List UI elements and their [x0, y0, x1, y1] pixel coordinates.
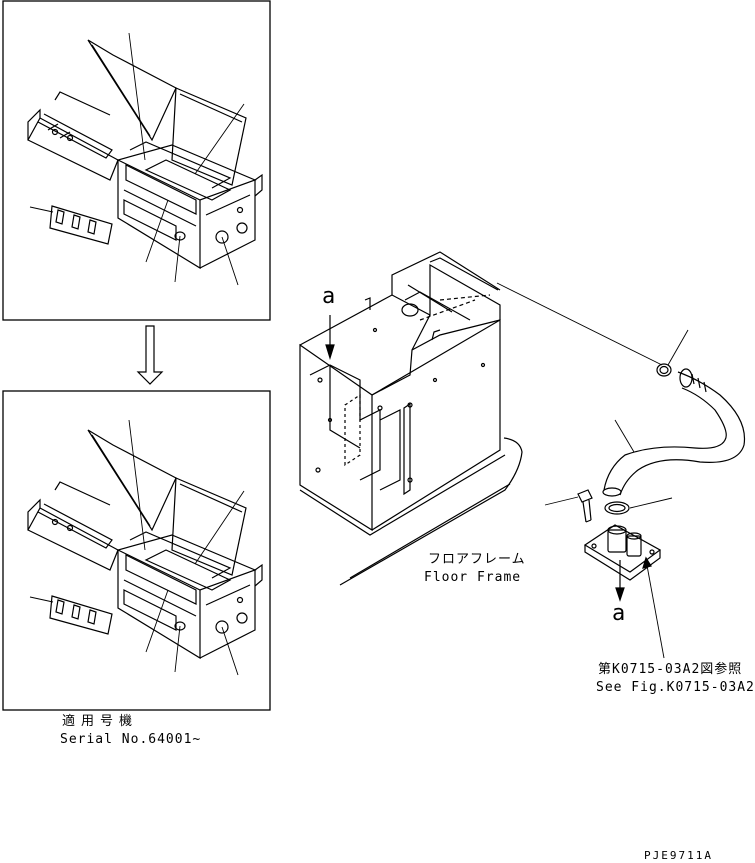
drain-bracket	[583, 524, 665, 659]
floor-frame-label-jp: フロアフレーム	[428, 552, 526, 567]
leader-lines-before	[29, 32, 245, 286]
serial-label-jp: 適用号機	[62, 714, 139, 729]
main-assembly	[299, 251, 746, 659]
console-box-before	[27, 39, 263, 270]
serial-label-en: Serial No.64001~	[60, 732, 202, 747]
floor-frame	[299, 437, 523, 586]
floor-frame-label-en: Floor Frame	[424, 570, 522, 585]
reference-label-jp: 第K0715-03A2図参照	[598, 662, 743, 677]
arrow-label-bottom: a	[612, 601, 626, 626]
reference-label-en: See Fig.K0715-03A2	[596, 680, 755, 695]
cover-part-before	[49, 205, 113, 245]
arrow-a-bottom	[615, 560, 625, 602]
drawing-id: PJE9711A	[644, 849, 713, 862]
arrow-a-top	[325, 315, 335, 361]
bolt	[544, 489, 593, 523]
leader-lines-after	[29, 419, 245, 676]
cabinet	[299, 251, 501, 532]
hose-clamp-bottom	[604, 497, 673, 515]
console-box-after	[27, 429, 263, 660]
change-arrow	[136, 325, 164, 385]
inset-before-frame	[2, 0, 271, 321]
hose	[602, 368, 746, 497]
arrow-label-top: a	[322, 284, 336, 309]
inset-after	[2, 390, 271, 711]
cover-part-after	[49, 595, 113, 635]
hose-clamp-top	[656, 329, 689, 377]
inset-before	[2, 0, 271, 321]
inset-after-frame	[2, 390, 271, 711]
hose-route-line	[496, 282, 663, 366]
